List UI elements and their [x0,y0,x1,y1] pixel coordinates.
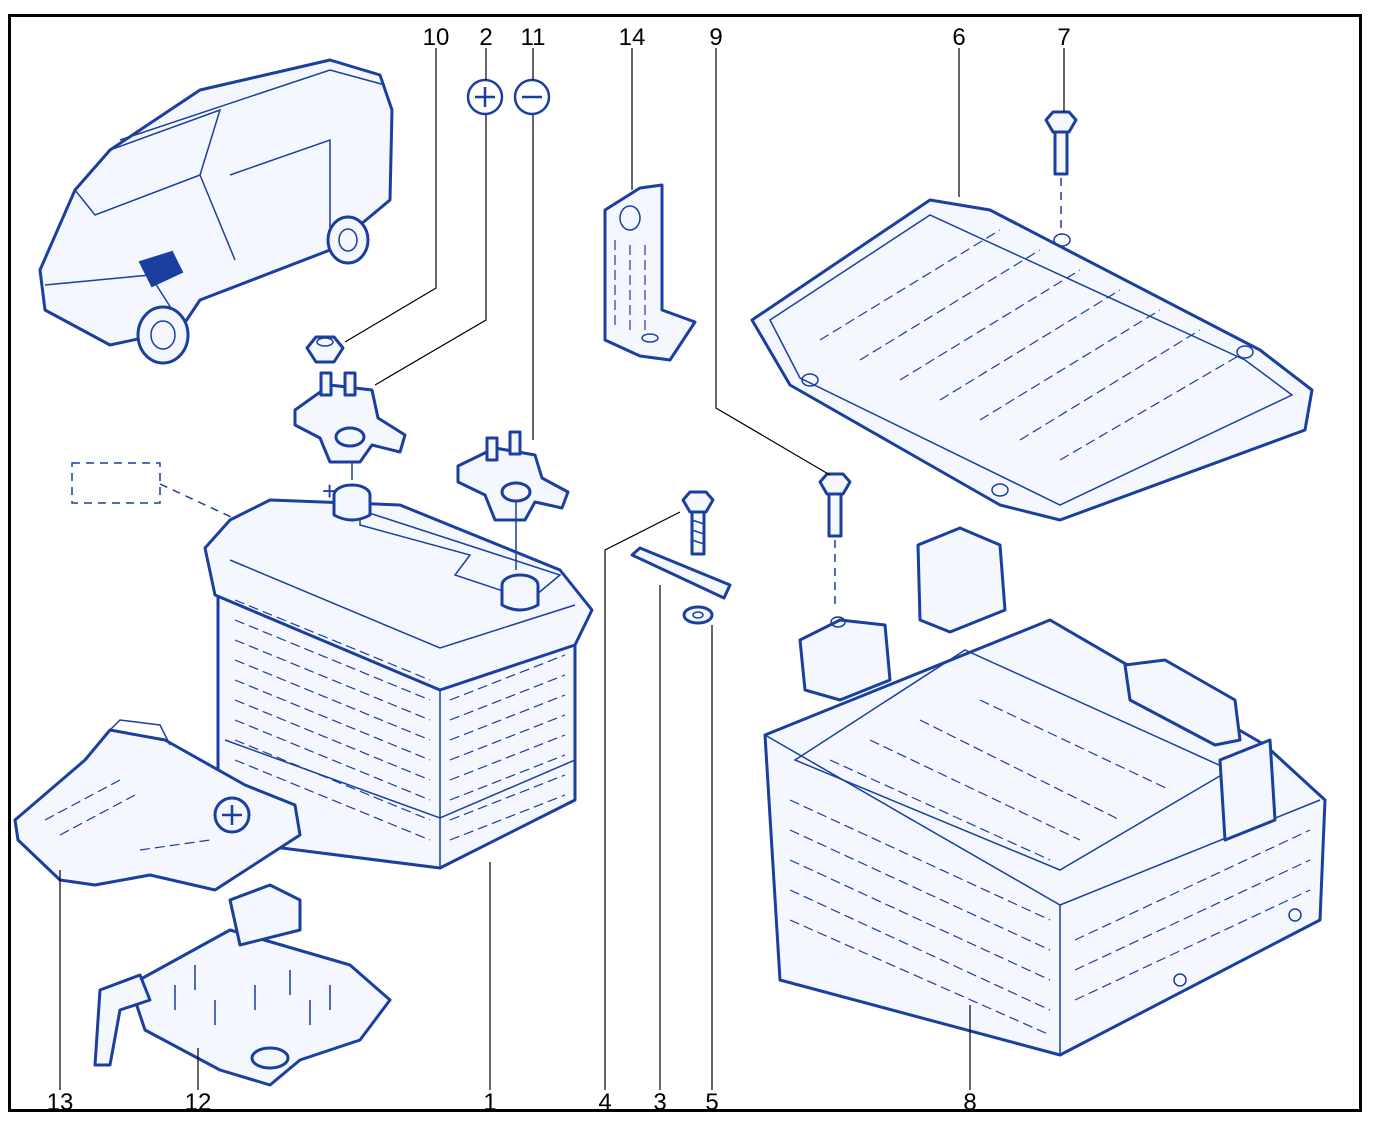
bolt [818,472,852,610]
leader-lines [59,48,1065,1090]
callout-11: 11 [521,24,546,51]
callout-3: 3 [653,1089,666,1116]
callout-1: 1 [483,1089,496,1116]
callout-6: 6 [952,24,965,51]
diagram-frame [8,14,1362,1112]
fuse-block [93,883,392,1087]
polarity-symbols [466,78,551,116]
hold-down-strip [630,546,732,600]
cover-ribs [819,229,1241,461]
tray-side-ribs [789,699,1311,1036]
callout-8: 8 [963,1089,976,1116]
positive-terminal-sign: + [322,476,337,506]
battery-tray-cover [750,198,1314,522]
mounting-bracket [603,183,697,362]
callout-10: 10 [423,24,450,51]
battery: + [203,462,594,870]
bolt [1044,110,1078,235]
van-illustration [38,58,394,365]
battery-location-marker [138,250,184,288]
washer [682,605,714,625]
callout-4: 4 [598,1089,611,1116]
callout-7: 7 [1057,24,1070,51]
callout-13: 13 [47,1089,74,1116]
callout-labels: 10 2 11 14 9 6 7 13 12 1 4 3 5 8 [47,24,1071,1116]
nut [305,335,345,364]
terminal-cover [13,719,302,892]
negative-terminal-clamp [456,430,570,522]
battery-side-ribs [234,599,566,841]
bolt [681,490,715,556]
callout-2: 2 [479,24,492,51]
callout-12: 12 [185,1089,212,1116]
callout-14: 14 [619,24,646,51]
battery-tray [763,526,1327,1057]
callout-5: 5 [705,1089,718,1116]
positive-terminal-clamp [293,371,407,464]
callout-9: 9 [709,24,722,51]
